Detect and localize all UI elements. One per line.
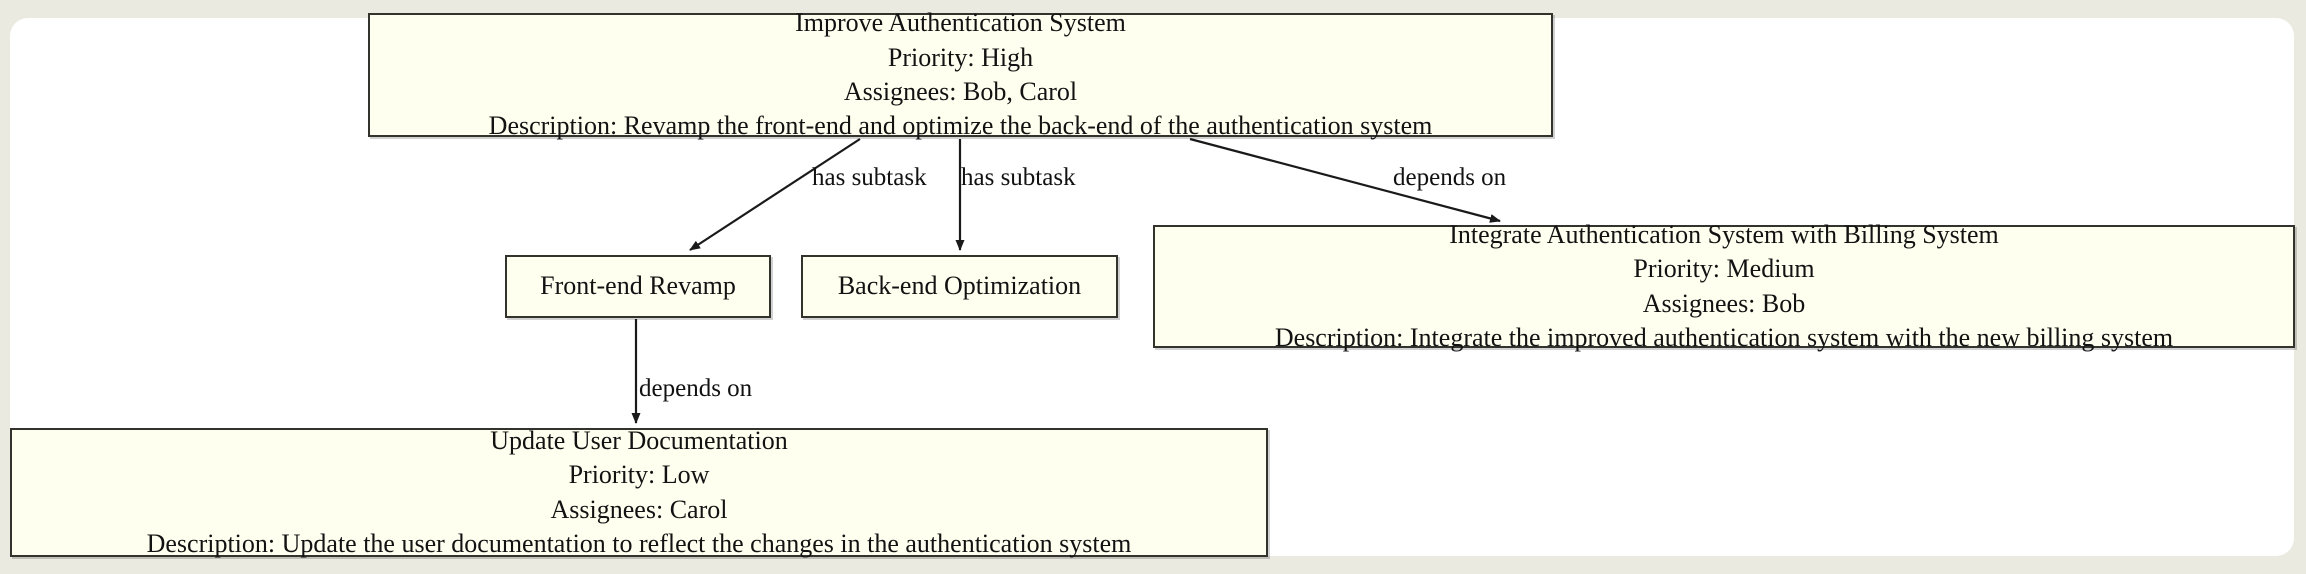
node-description: Description: Integrate the improved auth…: [1274, 322, 2174, 352]
edge-improve-auth-to-integrate-billing: [1189, 137, 1501, 223]
node-assignees: Assignees: Carol: [550, 494, 728, 524]
node-title: Improve Authentication System: [795, 8, 1126, 38]
node-priority: Priority: Medium: [1633, 254, 1815, 284]
edge-label-has-subtask-frontend: has subtask: [812, 164, 927, 191]
edge-label-depends-on-integrate: depends on: [1393, 164, 1507, 191]
node-title: Integrate Authentication System with Bil…: [1449, 219, 1999, 249]
node-title: Update User Documentation: [490, 425, 788, 455]
node-assignees: Assignees: Bob: [1642, 288, 1806, 318]
edge-improve-auth-to-frontend-revamp: [689, 138, 861, 251]
node-improve-authentication-system[interactable]: Improve Authentication System Priority: …: [368, 8, 1553, 140]
node-description: Description: Update the user documentati…: [146, 528, 1132, 558]
node-title: Back-end Optimization: [837, 271, 1082, 301]
node-back-end-optimization[interactable]: Back-end Optimization: [801, 255, 1118, 318]
node-priority: Priority: Low: [568, 460, 710, 490]
node-integrate-authentication-system-with-billing-system[interactable]: Integrate Authentication System with Bil…: [1153, 220, 2295, 352]
node-title: Front-end Revamp: [540, 271, 736, 301]
node-update-user-documentation[interactable]: Update User Documentation Priority: Low …: [10, 426, 1268, 558]
node-priority: Priority: High: [887, 42, 1034, 72]
node-front-end-revamp[interactable]: Front-end Revamp: [505, 255, 771, 318]
node-assignees: Assignees: Bob, Carol: [843, 77, 1078, 106]
edge-label-depends-on-docs: depends on: [639, 375, 753, 402]
node-description: Description: Revamp the front-end and op…: [488, 111, 1433, 141]
edge-label-has-subtask-backend: has subtask: [961, 164, 1076, 191]
